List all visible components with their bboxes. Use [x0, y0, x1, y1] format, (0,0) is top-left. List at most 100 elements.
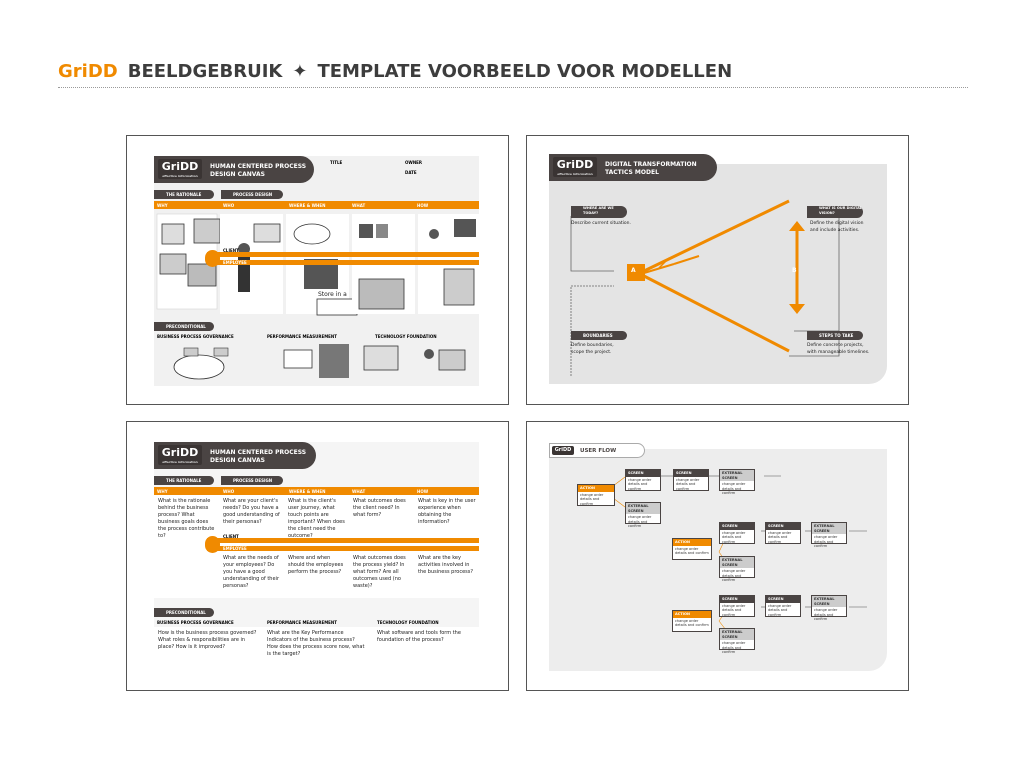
bottom-col-governance-2: BUSINESS PROCESS GOVERNANCE: [157, 620, 234, 625]
bottom-col-technology: TECHNOLOGY FOUNDATION: [375, 334, 437, 339]
vision-label: WHAT IS OUR DIGITAL VISION?: [807, 206, 863, 218]
bottom-col-performance-2: PERFORMANCE MEASUREMENT: [267, 620, 337, 625]
section-rationale-2: THE RATIONALE: [154, 476, 214, 485]
meta-owner: OWNER: [405, 160, 422, 165]
technology-question: What software and tools form the foundat…: [377, 630, 461, 643]
employee-who-question: What are the needs of your employees? Do…: [223, 555, 279, 589]
bottom-col-technology-2: TECHNOLOGY FOUNDATION: [377, 620, 439, 625]
label-client: CLIENT: [223, 248, 239, 253]
canvas-title-2: DESIGN CANVAS: [210, 171, 265, 178]
client-who-question: What are your client's needs? Do you hav…: [223, 498, 280, 525]
label-client-2: CLIENT: [223, 534, 239, 539]
steps-text-1: Define concrete projects,: [807, 343, 864, 348]
vision-text-2: and include activities.: [810, 228, 860, 233]
employee-what-question: What outcomes does the process yield? In…: [353, 555, 406, 589]
col-how-2: HOW: [417, 489, 429, 494]
bottom-sketches: [173, 344, 466, 380]
tactics-title-1: DIGITAL TRANSFORMATION: [605, 161, 697, 168]
canvas-text-title-2: DESIGN CANVAS: [210, 457, 265, 464]
label-employee-2: EMPLOYEE: [223, 546, 247, 551]
header-title-right: TEMPLATE VOORBEELD VOOR MODELLEN: [317, 60, 733, 82]
steps-label: STEPS TO TAKE: [807, 331, 863, 340]
col-what-2: WHAT: [352, 489, 366, 494]
tactics-background: [549, 164, 887, 384]
bottom-col-governance: BUSINESS PROCESS GOVERNANCE: [157, 334, 234, 339]
employee-row-bar: [207, 260, 479, 265]
canvas-title-1: HUMAN CENTERED PROCESS: [210, 163, 307, 170]
col-what: WHAT: [352, 203, 366, 208]
meta-date: DATE: [405, 170, 417, 175]
tactics-title-2: TACTICS MODEL: [605, 169, 659, 176]
section-preconditional: PRECONDITIONAL: [154, 322, 214, 331]
where-label: WHERE ARE WE TODAY?: [571, 206, 627, 218]
col-where-when: WHERE & WHEN: [289, 203, 326, 208]
client-row-bar-2: [207, 538, 479, 543]
user-flow-title: USER FLOW: [580, 448, 617, 454]
why-question: What is the rationale behind the busines…: [158, 498, 215, 539]
section-process-design-2: PROCESS DESIGN: [221, 476, 283, 485]
client-row-bar: [207, 252, 479, 257]
col-how: HOW: [417, 203, 429, 208]
col-why-2: WHY: [157, 489, 168, 494]
governance-question: How is the business process governed? Wh…: [158, 630, 257, 650]
header-title-left: BEELDGEBRUIK: [127, 60, 283, 82]
bottom-col-performance: PERFORMANCE MEASUREMENT: [267, 334, 337, 339]
employee-row-bar-2: [207, 546, 479, 551]
canvas-text-title-1: HUMAN CENTERED PROCESS: [210, 449, 307, 456]
bottom-text-area: [154, 627, 479, 672]
column-header-bar: [154, 201, 479, 209]
steps-text-2: with manageable timelines.: [807, 350, 870, 355]
col-why: WHY: [157, 203, 168, 208]
client-how-question: What is key in the user experience when …: [418, 498, 476, 525]
section-rationale: THE RATIONALE: [154, 190, 214, 199]
column-header-bar-2: [154, 487, 479, 495]
persona-icon-2: [205, 536, 220, 553]
employee-where-question: Where and when should the employees perf…: [288, 555, 344, 575]
meta-title: TITLE: [330, 160, 343, 165]
boundaries-text-2: scope the project.: [571, 350, 612, 355]
boundaries-label: BOUNDARIES: [571, 331, 627, 340]
user-flow-title-tab: GriDD USER FLOW: [549, 443, 645, 458]
col-who-2: WHO: [223, 489, 235, 494]
page-header: GriDD BEELDGEBRUIK ✦ TEMPLATE VOORBEELD …: [58, 58, 732, 84]
col-where-when-2: WHERE & WHEN: [289, 489, 326, 494]
employee-how-question: What are the key activities involved in …: [418, 555, 474, 575]
point-a: A: [631, 267, 636, 274]
flow-connectors: [604, 475, 867, 635]
sketch-note: Store in a: [318, 291, 347, 298]
performance-question: What are the Key Performance Indicators …: [267, 630, 365, 657]
col-who: WHO: [223, 203, 235, 208]
brand-logo: GriDD: [58, 60, 118, 82]
boundaries-text-1: Define boundaries,: [571, 343, 614, 348]
sparkle-icon: ✦: [292, 60, 308, 82]
client-where-question: What is the client's user journey, what …: [288, 498, 345, 539]
label-employee: EMPLOYEE: [223, 260, 247, 265]
persona-icon: [205, 250, 220, 267]
dotted-divider: [58, 87, 968, 88]
section-preconditional-2: PRECONDITIONAL: [154, 608, 214, 617]
section-process-design: PROCESS DESIGN: [221, 190, 283, 199]
